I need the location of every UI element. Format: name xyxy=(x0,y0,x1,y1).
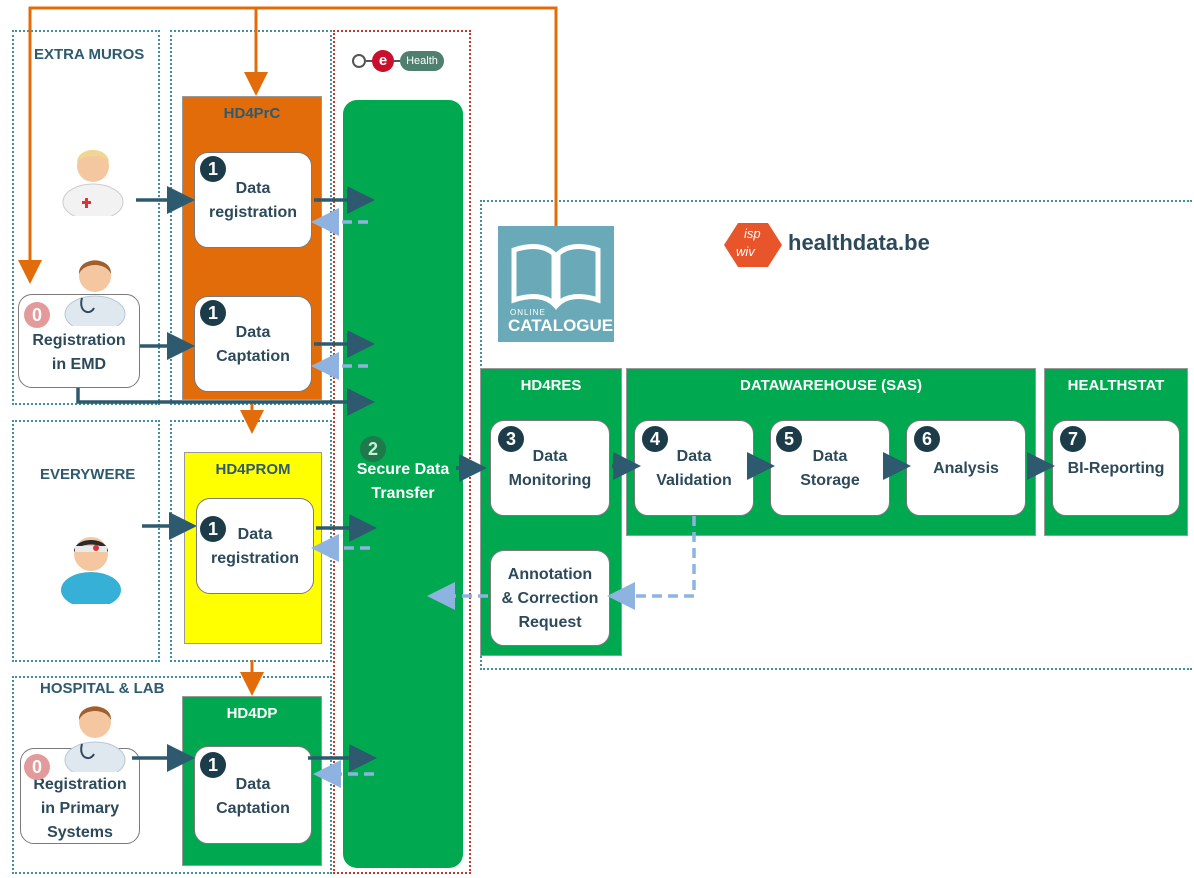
data-validation-line2: Validation xyxy=(656,472,732,489)
hd4prc-cap-number: 1 xyxy=(200,300,226,326)
ehealth-region xyxy=(333,30,471,874)
healthstat-title: HEALTHSTAT xyxy=(1067,377,1165,394)
registration-emd-number: 0 xyxy=(24,302,50,328)
bi-reporting-number: 7 xyxy=(1060,426,1086,452)
data-monitoring-line1: Data xyxy=(532,448,568,465)
secure-transfer-label: Secure Data Transfer xyxy=(343,458,463,506)
catalogue-line1: ONLINE xyxy=(510,308,546,317)
secure-transfer-line2: Transfer xyxy=(371,485,435,502)
secure-transfer-bar xyxy=(343,100,463,868)
hd4prc-title: HD4PrC xyxy=(223,105,281,122)
extra-muros-region xyxy=(12,30,160,405)
ehealth-health-label: Health xyxy=(400,51,444,71)
analysis-number: 6 xyxy=(914,426,940,452)
healthdata-brand[interactable]: healthdata.be xyxy=(788,230,930,255)
registration-emd-line2: in EMD xyxy=(51,356,107,373)
data-validation-box[interactable]: Data Validation xyxy=(634,420,754,516)
hd4dp-cap-number: 1 xyxy=(200,752,226,778)
hd4dp-cap-line1: Data xyxy=(235,776,271,793)
everywhere-region xyxy=(12,420,160,662)
healthdata-logo-bottom: wiv xyxy=(736,244,755,259)
everywhere-label: EVERYWERE xyxy=(40,466,136,483)
extra-muros-label: EXTRA MUROS xyxy=(34,46,145,63)
hd4prc-reg-number: 1 xyxy=(200,156,226,182)
registration-primary-line2: in Primary xyxy=(40,800,120,817)
registration-primary-number: 0 xyxy=(24,754,50,780)
catalogue-line2: CATALOGUE xyxy=(508,316,614,335)
hd4prc-cap-line1: Data xyxy=(235,324,271,341)
registration-primary-line3: Systems xyxy=(47,824,113,841)
patient-icon xyxy=(61,537,121,604)
data-monitoring-number: 3 xyxy=(498,426,524,452)
registration-emd-line1: Registration xyxy=(32,332,126,349)
hd4prc-cap-line2: Captation xyxy=(216,348,290,365)
annotation-line1: Annotation xyxy=(507,566,593,583)
annotation-line2: & Correction xyxy=(501,590,599,607)
hd4prom-reg-line2: registration xyxy=(210,550,299,567)
bi-reporting-line1: BI-Reporting xyxy=(1067,460,1165,477)
data-validation-line1: Data xyxy=(676,448,712,465)
nurse-icon xyxy=(62,150,124,216)
hd4prom-title: HD4PROM xyxy=(215,461,291,478)
hd4res-title: HD4RES xyxy=(520,377,582,394)
hd4prom-reg-line1: Data xyxy=(237,526,273,543)
isp-wiv-hexagon-icon xyxy=(724,223,782,267)
book-icon xyxy=(511,244,601,311)
online-catalogue-tile[interactable]: ONLINE CATALOGUE xyxy=(498,226,614,342)
ehealth-e-badge: e xyxy=(372,50,394,72)
data-storage-line1: Data xyxy=(812,448,848,465)
data-validation-number: 4 xyxy=(642,426,668,452)
data-storage-number: 5 xyxy=(776,426,802,452)
registration-primary-line1: Registration xyxy=(33,776,127,793)
hd4prom-reg-number: 1 xyxy=(200,516,226,542)
secure-transfer-line1: Secure Data xyxy=(356,461,450,478)
hospital-doctor-icon xyxy=(64,706,126,772)
annotation-request-box[interactable]: Annotation & Correction Request xyxy=(490,550,610,646)
hd4prc-reg-line1: Data xyxy=(235,180,271,197)
data-storage-line2: Storage xyxy=(800,472,860,489)
hd4prom-data-registration-box[interactable]: Data registration xyxy=(196,498,314,594)
analysis-line1: Analysis xyxy=(933,460,999,477)
hd4prc-reg-line2: registration xyxy=(208,204,297,221)
hd4dp-cap-line2: Captation xyxy=(216,800,290,817)
return-dashed-arrows xyxy=(311,208,696,788)
doctor-icon xyxy=(64,260,126,326)
catalogue-orange-lines xyxy=(18,6,558,696)
data-monitoring-line2: Monitoring xyxy=(508,472,592,489)
ehealth-logo: e Health xyxy=(352,48,444,74)
annotation-line3: Request xyxy=(518,614,582,631)
hd4dp-title: HD4DP xyxy=(226,705,278,722)
dark-flow-arrows xyxy=(76,186,1055,772)
healthdata-logo: isp wiv healthdata.be xyxy=(722,223,962,268)
datawarehouse-title: DATAWAREHOUSE (SAS) xyxy=(740,377,922,394)
healthdata-logo-top: isp xyxy=(744,226,761,241)
hospital-lab-label: HOSPITAL & LAB xyxy=(40,680,165,697)
secure-transfer-number: 2 xyxy=(360,436,386,462)
